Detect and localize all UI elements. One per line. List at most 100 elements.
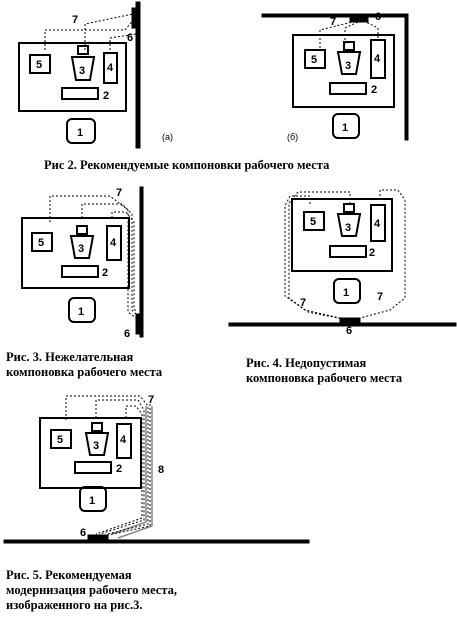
label-1: 1 bbox=[89, 495, 95, 507]
variant-a-label: (а) bbox=[162, 132, 173, 142]
document-holder bbox=[304, 49, 326, 69]
wall bbox=[139, 186, 144, 338]
label-7: 7 bbox=[116, 187, 122, 199]
keyboard bbox=[61, 265, 99, 278]
label-1: 1 bbox=[78, 306, 84, 318]
fig3-numbers: 5 3 4 2 1 7 6 bbox=[38, 187, 130, 340]
monitor-stand bbox=[76, 225, 88, 235]
document-holder bbox=[31, 232, 53, 252]
keyboard bbox=[329, 245, 367, 258]
cable-line bbox=[359, 189, 406, 319]
system-unit bbox=[106, 225, 122, 261]
fig3-layout bbox=[21, 186, 144, 338]
monitor bbox=[336, 213, 362, 237]
desk bbox=[292, 34, 395, 108]
socket bbox=[87, 534, 109, 542]
label-7: 7 bbox=[330, 16, 336, 28]
label-2: 2 bbox=[102, 267, 108, 279]
label-4: 4 bbox=[374, 218, 381, 230]
socket bbox=[339, 317, 361, 325]
label-7: 7 bbox=[377, 291, 383, 303]
document-holder bbox=[303, 211, 325, 231]
document-holder bbox=[29, 54, 51, 74]
label-1: 1 bbox=[343, 287, 349, 299]
fig2b-layout bbox=[261, 13, 409, 141]
socket bbox=[349, 15, 369, 23]
label-5: 5 bbox=[57, 434, 63, 446]
chair bbox=[79, 486, 107, 512]
label-1: 1 bbox=[342, 122, 348, 134]
label-5: 5 bbox=[38, 237, 44, 249]
label-6: 6 bbox=[80, 527, 86, 539]
cable-line bbox=[65, 395, 149, 535]
label-4: 4 bbox=[374, 53, 381, 65]
cable-line bbox=[288, 191, 351, 320]
caption-fig5: Рис. 5. Рекомендуемая модернизация рабоч… bbox=[6, 568, 178, 612]
label-7: 7 bbox=[72, 14, 78, 26]
cable-line bbox=[95, 405, 143, 535]
cable-line bbox=[103, 404, 151, 537]
cable-line bbox=[109, 33, 137, 50]
cable-line bbox=[49, 195, 137, 319]
fig2a-numbers: 5 3 4 2 1 7 6 (а) bbox=[36, 14, 173, 142]
label-7: 7 bbox=[148, 394, 154, 406]
label-2: 2 bbox=[103, 90, 109, 102]
label-4: 4 bbox=[107, 62, 114, 74]
fig2b-numbers: 5 3 4 2 1 7 6 (б) bbox=[287, 11, 381, 142]
monitor bbox=[336, 51, 362, 75]
fig4-layout bbox=[228, 189, 457, 327]
desk bbox=[21, 217, 130, 289]
monitor-stand bbox=[343, 41, 355, 51]
fig5-layout bbox=[3, 395, 310, 544]
desk bbox=[291, 198, 393, 272]
fig5-numbers: 5 3 4 2 1 7 8 6 bbox=[57, 394, 164, 539]
system-unit bbox=[116, 423, 132, 459]
keyboard bbox=[61, 87, 99, 100]
label-2: 2 bbox=[369, 247, 375, 259]
label-6: 6 bbox=[375, 11, 381, 23]
chair bbox=[332, 113, 360, 139]
keyboard bbox=[74, 461, 112, 474]
label-4: 4 bbox=[110, 237, 117, 249]
cable-line bbox=[81, 203, 137, 315]
monitor bbox=[70, 56, 96, 81]
monitor bbox=[69, 235, 95, 259]
label-2: 2 bbox=[116, 463, 122, 475]
cable-line bbox=[319, 21, 353, 48]
label-3: 3 bbox=[93, 440, 99, 452]
cable-line bbox=[95, 399, 145, 535]
wall bbox=[135, 1, 141, 149]
socket bbox=[135, 313, 142, 335]
label-6: 6 bbox=[124, 328, 130, 340]
monitor-stand bbox=[77, 45, 89, 55]
monitor bbox=[84, 432, 110, 456]
label-2: 2 bbox=[371, 84, 377, 96]
label-3: 3 bbox=[78, 243, 84, 255]
wall bbox=[3, 539, 310, 544]
label-6: 6 bbox=[346, 325, 352, 337]
caption-fig4: Рис. 4. Недопустимая компоновка рабочего… bbox=[246, 356, 403, 385]
label-8: 8 bbox=[158, 464, 164, 476]
label-3: 3 bbox=[345, 60, 351, 72]
label-3: 3 bbox=[79, 65, 85, 77]
label-4: 4 bbox=[120, 434, 127, 446]
label-5: 5 bbox=[311, 54, 317, 66]
cable-line bbox=[365, 21, 379, 38]
system-unit bbox=[370, 204, 386, 242]
socket bbox=[131, 7, 138, 29]
document-holder bbox=[50, 429, 72, 449]
cable-channel bbox=[111, 406, 153, 539]
monitor-stand bbox=[91, 422, 103, 432]
label-7: 7 bbox=[300, 297, 306, 309]
label-5: 5 bbox=[36, 59, 42, 71]
cable-line bbox=[111, 211, 137, 313]
label-3: 3 bbox=[345, 222, 351, 234]
keyboard bbox=[329, 82, 367, 95]
cable-line bbox=[84, 13, 134, 50]
label-5: 5 bbox=[310, 216, 316, 228]
label-1: 1 bbox=[77, 127, 83, 139]
chair bbox=[333, 278, 361, 304]
wall-right bbox=[404, 13, 409, 141]
caption-fig2: Рис 2. Рекомендуемые компоновки рабочего… bbox=[44, 158, 330, 172]
